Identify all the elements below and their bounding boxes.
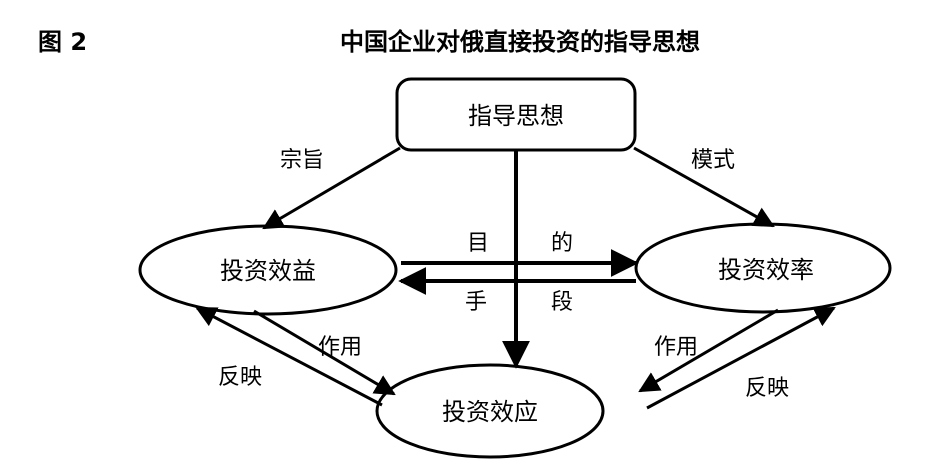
figure-number: 图 2: [38, 28, 88, 56]
figure-title: 中国企业对俄直接投资的指导思想: [340, 28, 700, 56]
node-investment-effect-label: 投资效应: [442, 398, 538, 426]
edge-action-left-arrow: [253, 309, 396, 396]
node-guiding-thought-label: 指导思想: [468, 102, 564, 130]
edge-reflect-right-arrow: [646, 306, 836, 410]
edge-reflect-left-label: 反映: [218, 365, 262, 390]
edge-mode-arrow: [633, 146, 775, 228]
edge-action-left-label: 作用: [318, 335, 362, 360]
node-investment-benefit-label: 投资效益: [220, 257, 316, 285]
edge-purpose-label: 宗旨: [280, 148, 324, 173]
node-investment-effect: 投资效应: [375, 363, 605, 459]
edge-goal-right-label: 的: [551, 231, 573, 256]
edge-means-left-label: 手: [465, 290, 487, 315]
edge-purpose-arrow: [262, 146, 401, 230]
edge-goal-left-label: 目: [467, 231, 489, 256]
edge-action-right-label: 作用: [654, 335, 698, 360]
node-guiding-thought: 指导思想: [395, 77, 637, 152]
edge-reflect-right-label: 反映: [745, 376, 789, 401]
node-investment-benefit: 投资效益: [138, 224, 398, 316]
edge-means-right-label: 段: [551, 290, 573, 315]
edge-mode-label: 模式: [691, 148, 735, 173]
edge-reflect-left-arrow: [195, 306, 383, 407]
edge-action-right-arrow: [638, 308, 779, 393]
node-investment-efficiency: 投资效率: [634, 222, 892, 314]
node-investment-efficiency-label: 投资效率: [718, 256, 814, 284]
